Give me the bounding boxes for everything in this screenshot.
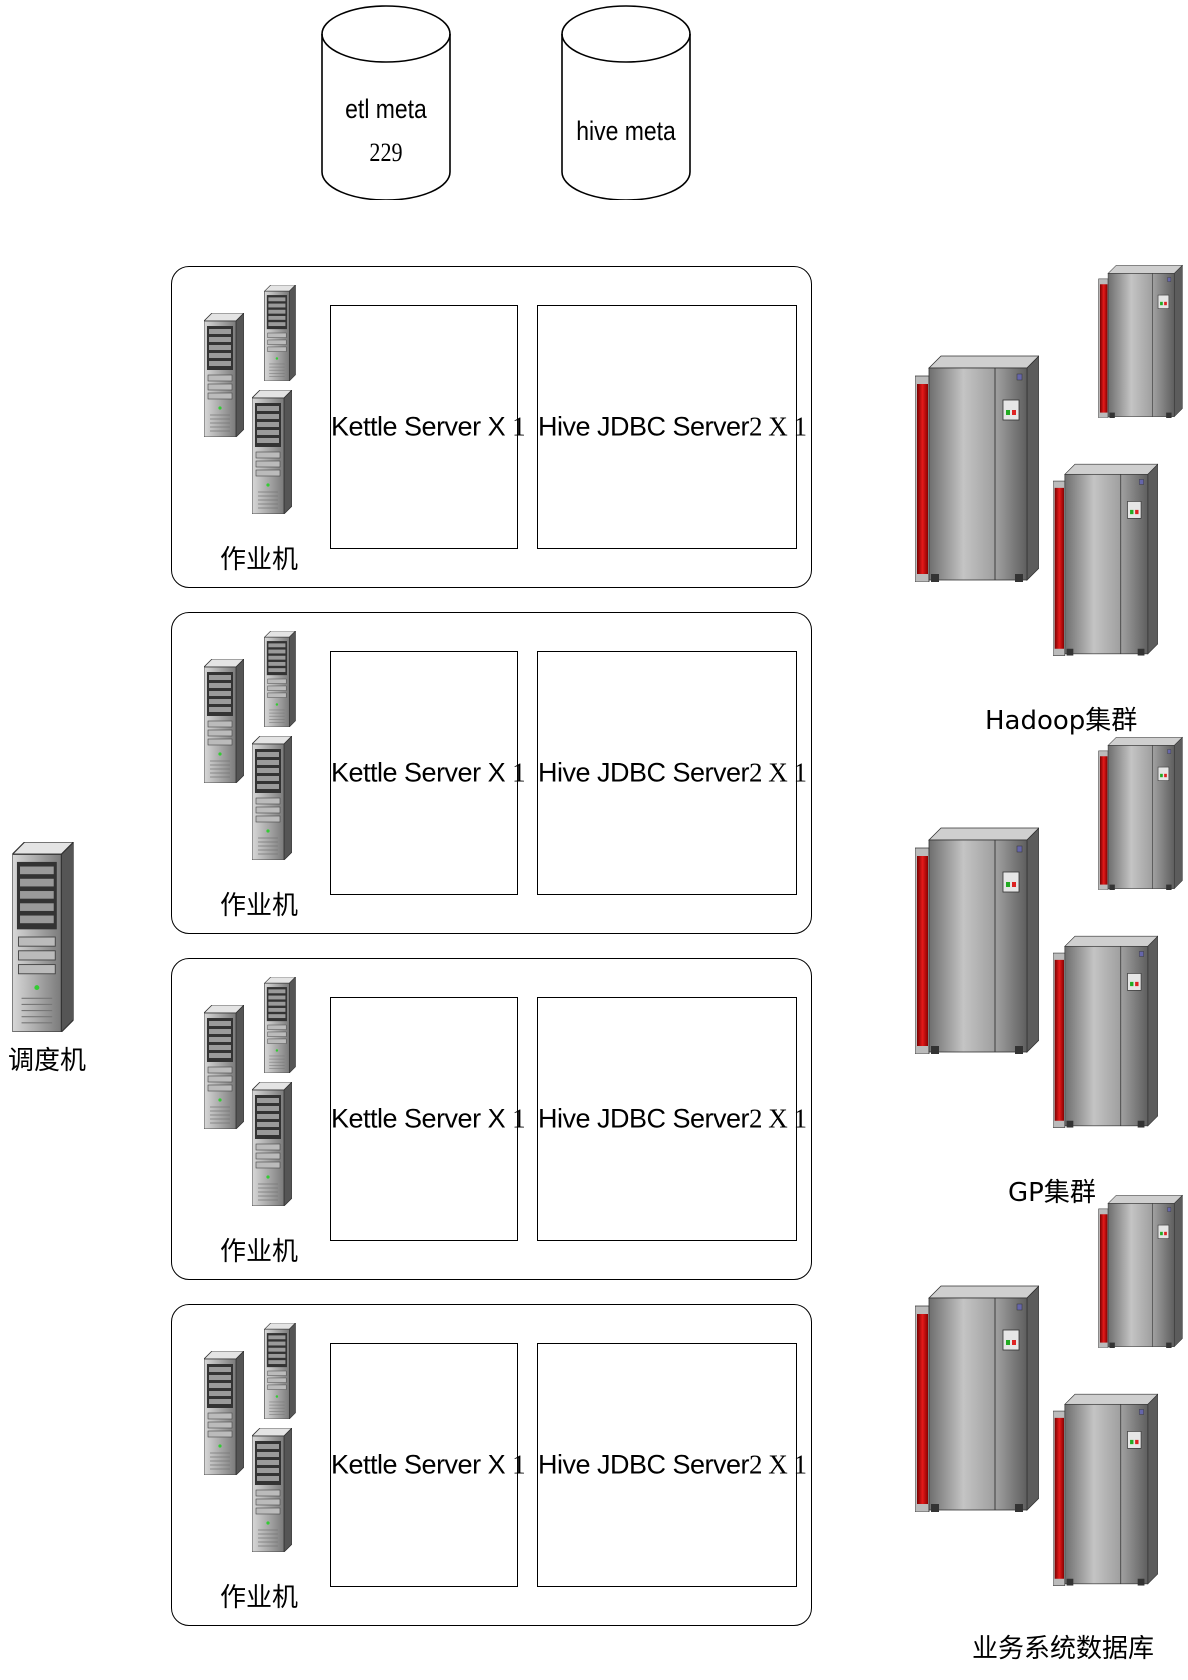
worker-group-2: 作业机 Kettle Server X 1 Hive JDBC Server2 … [171, 612, 812, 934]
kettle-server-box: Kettle Server X 1 [330, 305, 526, 549]
gp-cluster-caption: GP集群 [1008, 1178, 1096, 1208]
database-name: etl meta [345, 94, 427, 124]
hive-jdbc-server-box: Hive JDBC Server2 X 1 [537, 651, 807, 895]
hive-jdbc-server-label: Hive JDBC Server2 X 1 [538, 1103, 807, 1134]
worker-servers-icon [204, 1323, 296, 1552]
worker-caption: 作业机 [220, 1583, 299, 1613]
kettle-server-label: Kettle Server X 1 [331, 1103, 526, 1134]
database-port: 229 [369, 138, 403, 167]
worker-group-3: 作业机 Kettle Server X 1 Hive JDBC Server2 … [171, 958, 812, 1280]
worker-caption: 作业机 [220, 545, 299, 575]
business-database-icon [915, 1194, 1183, 1586]
worker-caption: 作业机 [220, 891, 299, 921]
hive-jdbc-server-box: Hive JDBC Server2 X 1 [537, 1343, 807, 1587]
hive-jdbc-server-label: Hive JDBC Server2 X 1 [538, 411, 807, 442]
hive-jdbc-server-label: Hive JDBC Server2 X 1 [538, 757, 807, 788]
kettle-server-box: Kettle Server X 1 [330, 997, 526, 1241]
kettle-server-label: Kettle Server X 1 [331, 757, 526, 788]
worker-group-1: 作业机 Kettle Server X 1 Hive JDBC Server2 … [171, 266, 812, 588]
worker-caption: 作业机 [220, 1237, 299, 1267]
kettle-server-label: Kettle Server X 1 [331, 1449, 526, 1480]
hive-jdbc-server-label: Hive JDBC Server2 X 1 [538, 1449, 807, 1480]
hadoop-cluster-caption: Hadoop集群 [985, 706, 1138, 736]
worker-servers-icon [204, 285, 296, 514]
etl-meta-database: etl meta 229 [320, 0, 452, 200]
worker-group-4: 作业机 Kettle Server X 1 Hive JDBC Server2 … [171, 1304, 812, 1626]
kettle-server-label: Kettle Server X 1 [331, 411, 526, 442]
database-cylinder-icon [561, 5, 691, 200]
worker-servers-icon [204, 977, 296, 1206]
kettle-server-box: Kettle Server X 1 [330, 651, 526, 895]
business-database-caption: 业务系统数据库 [972, 1634, 1155, 1664]
gp-cluster-icon [915, 736, 1183, 1128]
kettle-server-box: Kettle Server X 1 [330, 1343, 526, 1587]
hive-jdbc-server-box: Hive JDBC Server2 X 1 [537, 305, 807, 549]
hive-jdbc-server-box: Hive JDBC Server2 X 1 [537, 997, 807, 1241]
hadoop-cluster-icon [915, 264, 1183, 656]
database-name: hive meta [576, 116, 676, 146]
scheduler-server-icon [12, 842, 74, 1032]
scheduler-caption: 调度机 [8, 1046, 87, 1076]
worker-servers-icon [204, 631, 296, 860]
hive-meta-database: hive meta [560, 0, 692, 200]
database-cylinder-icon [321, 5, 451, 200]
